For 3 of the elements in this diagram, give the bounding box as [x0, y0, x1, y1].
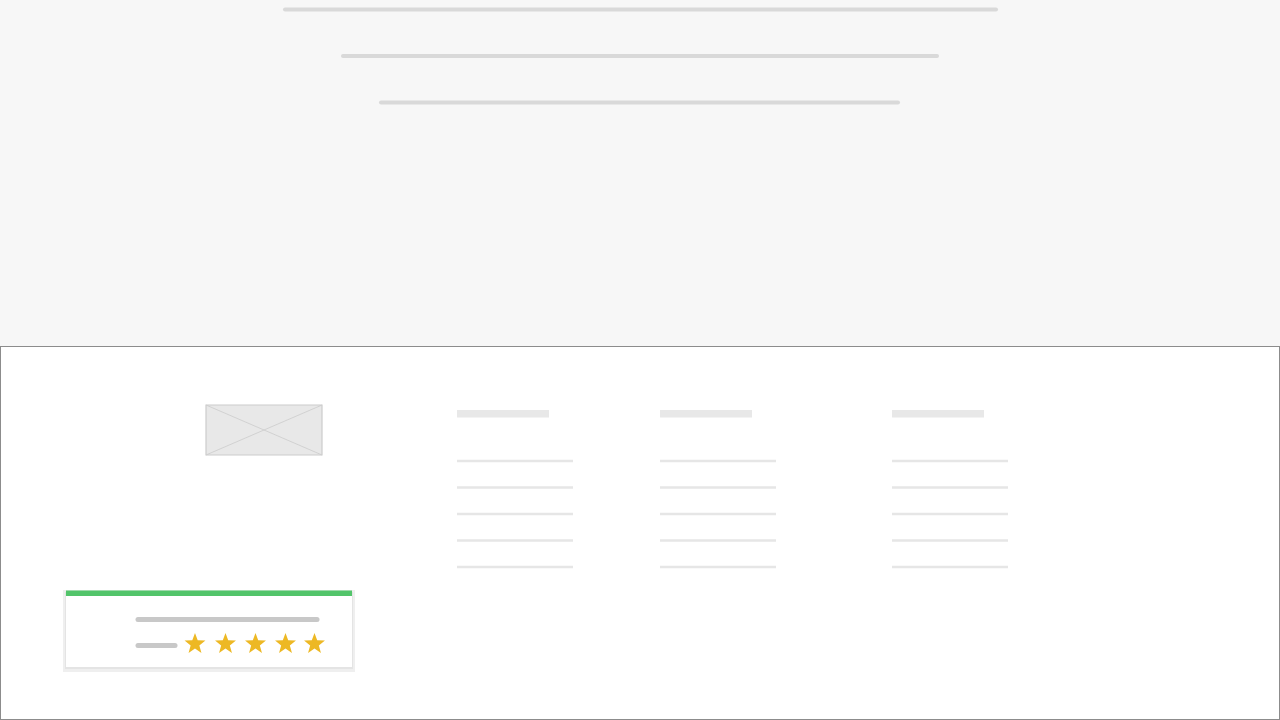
review-badge	[63, 590, 355, 672]
footer-panel	[0, 346, 1280, 720]
image-placeholder	[205, 404, 323, 456]
